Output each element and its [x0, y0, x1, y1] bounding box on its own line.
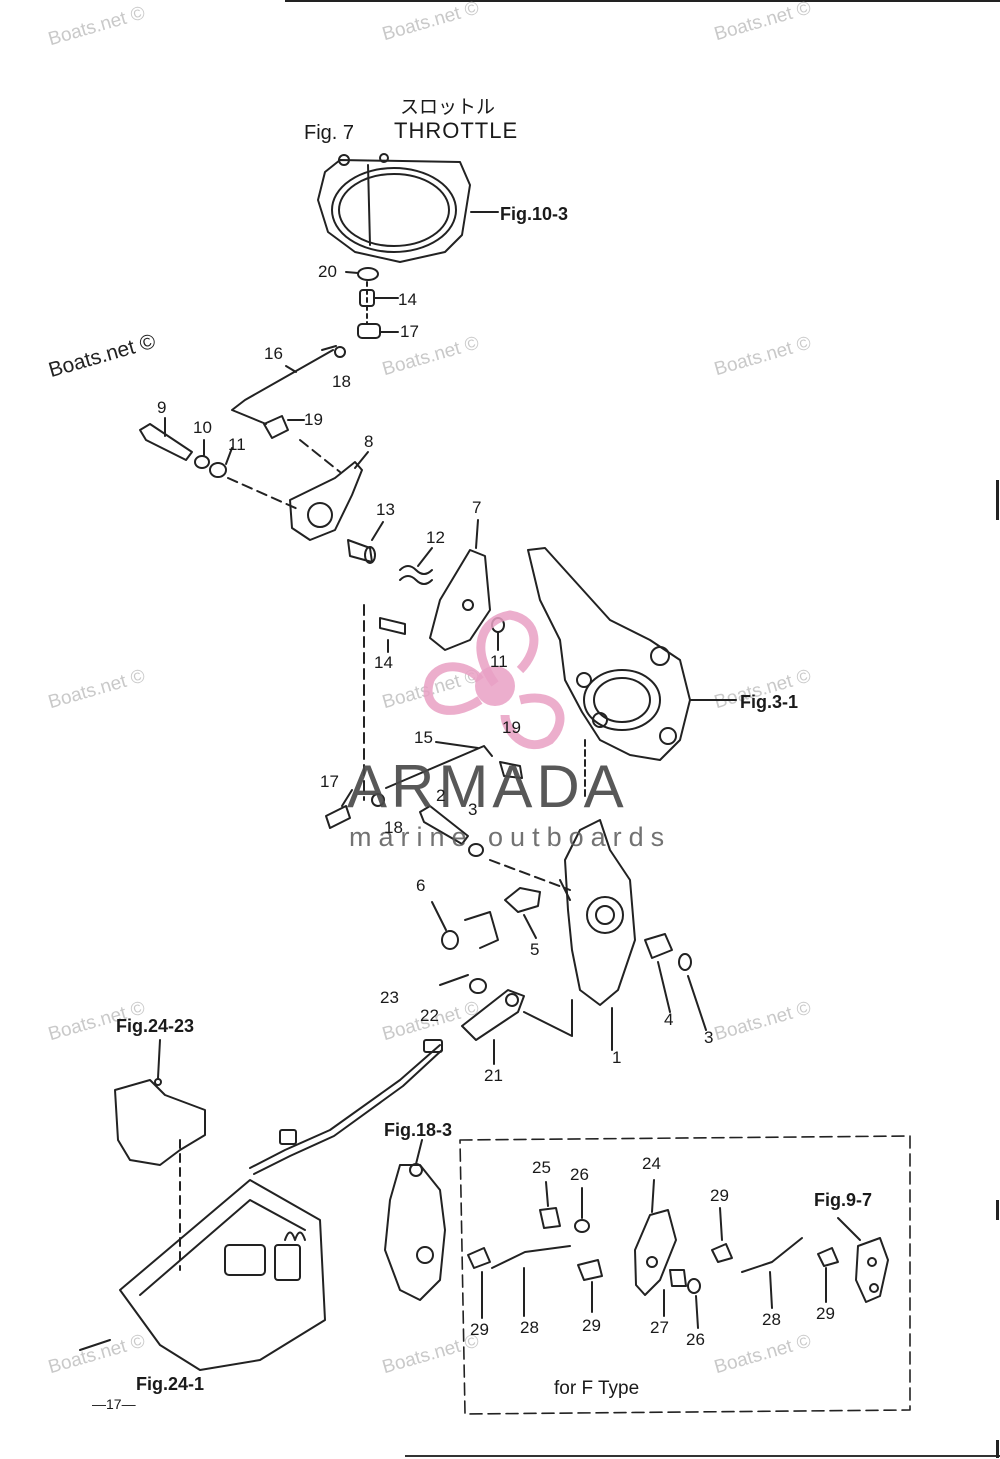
collar-4-washer-3 [644, 933, 707, 1031]
bottom-border-line [405, 1455, 1000, 1457]
page-title: THROTTLE [394, 118, 519, 143]
scan-edge-mark [996, 1200, 999, 1220]
part-number-callout: 28 [520, 1318, 539, 1337]
fig-ref-24-23: Fig.24-23 [116, 1016, 195, 1036]
rod-clip-19 [263, 415, 305, 439]
bolt-2-washer-3 [419, 805, 571, 891]
part-number-callout: 29 [470, 1320, 489, 1339]
part-number-callout: 11 [228, 435, 246, 454]
part-number-callout: 26 [570, 1165, 589, 1184]
part-number-callout: 17 [400, 322, 419, 341]
part-number-callout: 29 [710, 1186, 729, 1205]
part-number-callout: 3 [468, 800, 478, 819]
f-type-linkage-parts [467, 1179, 889, 1329]
part-number-callout: 19 [502, 718, 521, 737]
f-type-label: for F Type [554, 1378, 640, 1399]
page-number: —17— [92, 1396, 136, 1412]
part-number-callout: 1 [612, 1048, 622, 1067]
part-number-callout: 26 [686, 1330, 705, 1349]
bottom-cowling-part [79, 1139, 326, 1371]
armada-brand-subtitle: marine outboards [349, 822, 672, 852]
part-number-callout: 9 [157, 398, 167, 417]
linkage-small-parts [345, 267, 399, 339]
fig-ref-10-3: Fig.10-3 [500, 204, 569, 224]
part-number-callout: 12 [426, 528, 445, 547]
part-number-callout: 14 [398, 290, 417, 309]
part-number-callout: 21 [484, 1066, 503, 1085]
throttle-lever-8 [289, 439, 369, 541]
part-number-callout: 24 [642, 1154, 661, 1173]
part-number-callout: 16 [264, 344, 283, 363]
part-number-callout: 14 [374, 653, 393, 672]
part-number-callout: 17 [320, 772, 339, 791]
part-number-callout: 4 [664, 1010, 674, 1029]
top-border-line [285, 0, 1000, 2]
part-number-callout: 8 [364, 432, 374, 451]
part-number-callout: 11 [490, 652, 508, 671]
title-japanese: スロットル [400, 97, 496, 118]
f-type-frame [459, 1135, 911, 1415]
part-number-callout: 23 [380, 988, 399, 1007]
part-number-callout: 27 [650, 1318, 669, 1337]
fig-ref-3-1: Fig.3-1 [740, 692, 799, 712]
part-number-callout: 6 [416, 876, 426, 895]
throttle-cable [249, 1039, 443, 1175]
fig-ref-18-3: Fig.18-3 [384, 1120, 453, 1140]
part-number-callout: 29 [816, 1304, 835, 1323]
fig-ref-9-7: Fig.9-7 [814, 1190, 873, 1210]
link-21-22-23 [439, 974, 573, 1065]
part-number-callout: 29 [582, 1316, 601, 1335]
part-number-callout: 13 [376, 500, 395, 519]
fig-ref-24-1: Fig.24-1 [136, 1374, 205, 1394]
shift-lever-part [384, 1139, 446, 1301]
part-number-callout: 20 [318, 262, 337, 281]
part-number-callout: 25 [532, 1158, 551, 1177]
part-number-callout: 28 [762, 1310, 781, 1329]
part-number-callout: 5 [530, 940, 540, 959]
throttle-rod-15 [325, 604, 523, 829]
part-number-callout: 3 [704, 1028, 714, 1047]
part-number-callout: 19 [304, 410, 323, 429]
scan-edge-mark [996, 1440, 999, 1458]
bolt-5-nut-6 [431, 887, 541, 950]
carburetor-flange-part [317, 153, 499, 263]
part-number-callout: 2 [436, 786, 446, 805]
collar-spring-cam [347, 519, 505, 653]
main-throttle-lever-1 [559, 819, 636, 1051]
throttle-rod-16 [231, 345, 346, 425]
part-number-callout: 10 [193, 418, 212, 437]
part-number-callout: 18 [384, 818, 403, 837]
part-number-callout: 22 [420, 1006, 439, 1025]
figure-number: Fig. 7 [304, 122, 355, 144]
armada-brand-text: ARMADA [347, 753, 628, 820]
scan-edge-mark [996, 480, 999, 520]
part-number-callout: 15 [414, 728, 433, 747]
cable-bracket-part [114, 1039, 206, 1166]
part-number-callout: 7 [472, 498, 482, 517]
bolt-9-and-washers [139, 417, 301, 511]
carburetor-body-part [527, 547, 737, 801]
part-number-callout: 18 [332, 372, 351, 391]
